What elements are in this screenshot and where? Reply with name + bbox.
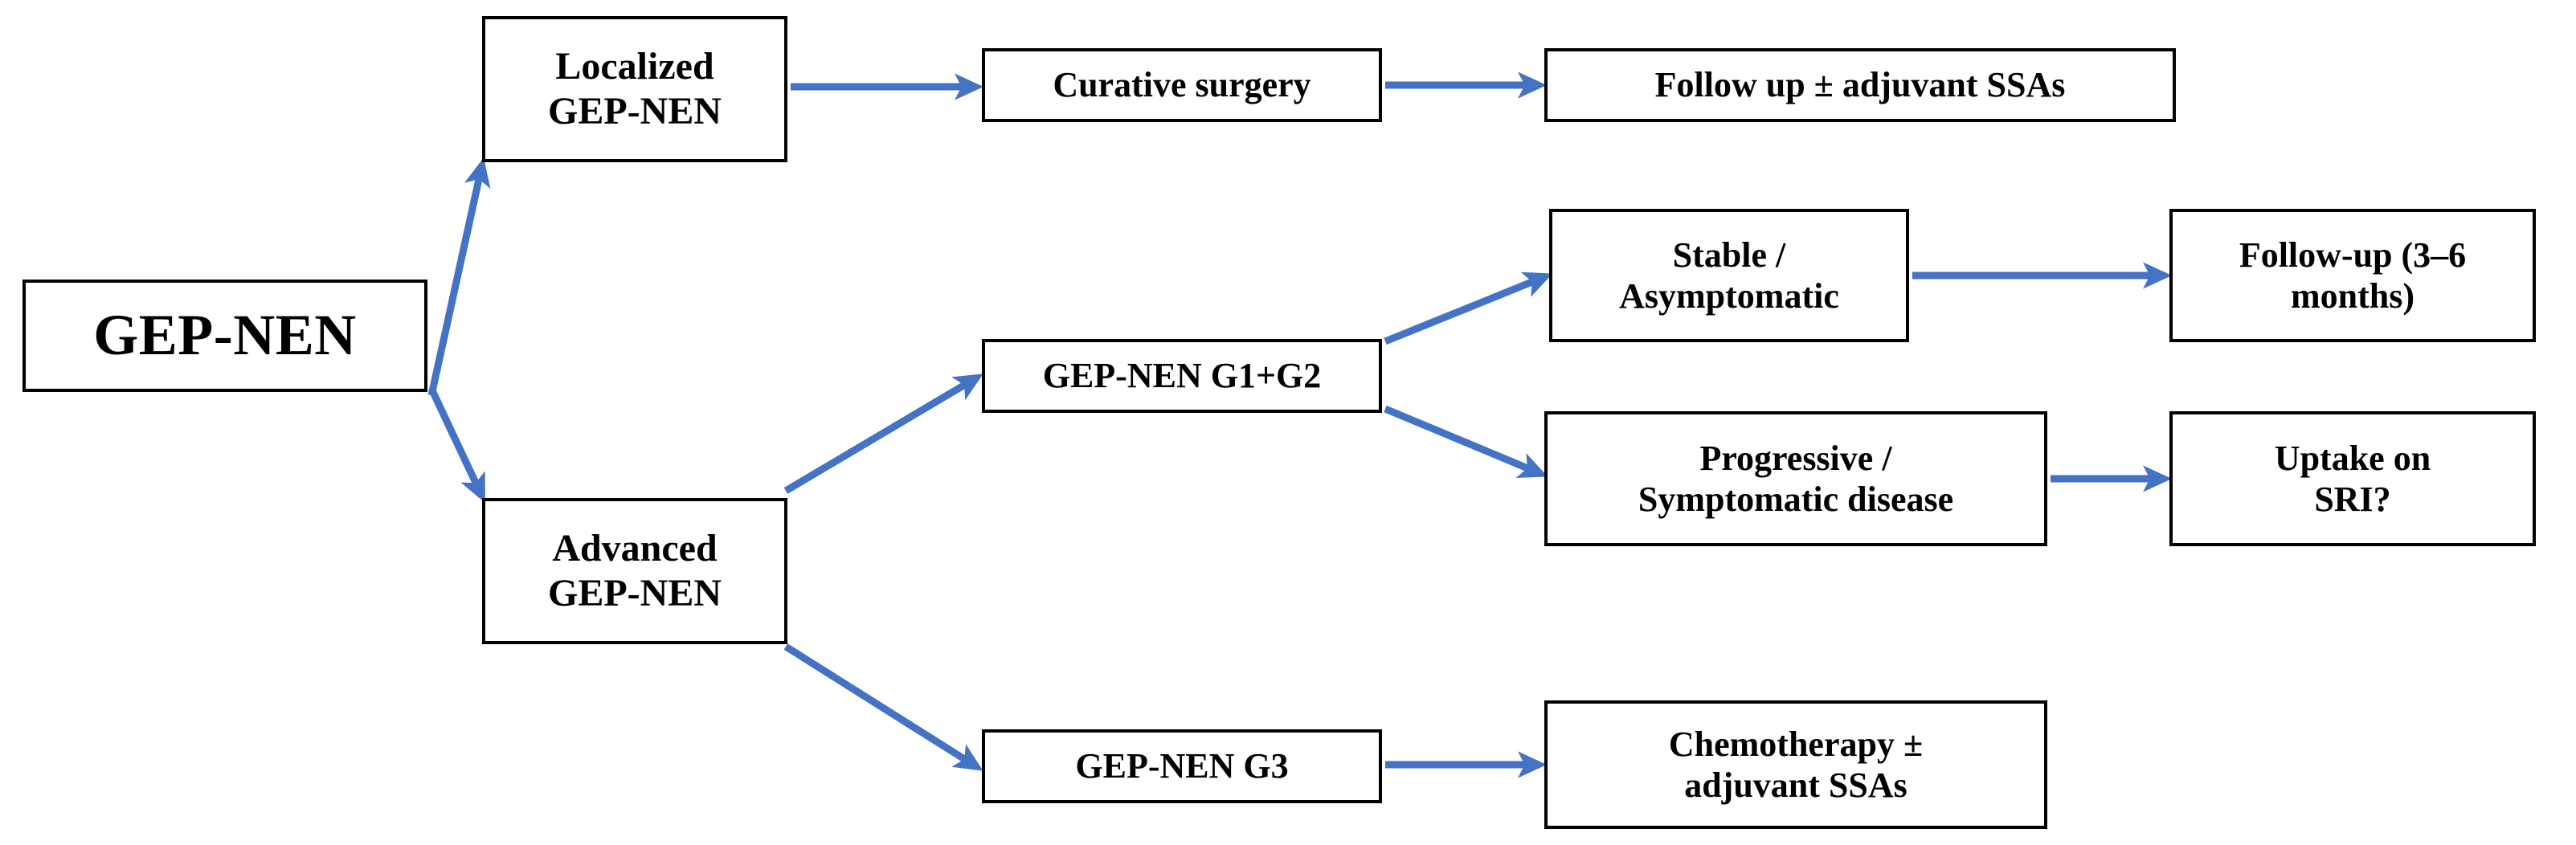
node-advanced-label: Advanced GEP-NEN <box>548 527 722 614</box>
node-followup2[interactable]: Follow-up (3–6 months) <box>2169 209 2536 342</box>
edge-advanced-to-g1g2 <box>783 374 983 494</box>
node-g3-label: GEP-NEN G3 <box>1075 746 1289 786</box>
edge-advanced-to-g3 <box>783 643 983 771</box>
node-stable-label: Stable / Asymptomatic <box>1619 235 1839 316</box>
node-stable[interactable]: Stable / Asymptomatic <box>1549 209 1909 342</box>
node-root-label: GEP-NEN <box>93 303 357 368</box>
node-chemo[interactable]: Chemotherapy ± adjuvant SSAs <box>1544 700 2047 829</box>
edge-g1g2-to-stable <box>1384 271 1553 345</box>
node-g1g2-label: GEP-NEN G1+G2 <box>1042 356 1322 396</box>
edge-root-to-advanced <box>427 387 486 504</box>
node-root[interactable]: GEP-NEN <box>22 280 427 392</box>
node-g3[interactable]: GEP-NEN G3 <box>982 729 1382 803</box>
node-progressive[interactable]: Progressive / Symptomatic disease <box>1544 411 2047 546</box>
node-uptake[interactable]: Uptake on SRI? <box>2169 411 2536 546</box>
node-g1g2[interactable]: GEP-NEN G1+G2 <box>982 339 1382 413</box>
node-followup2-label: Follow-up (3–6 months) <box>2239 235 2467 316</box>
node-localized-label: Localized GEP-NEN <box>548 45 722 133</box>
node-advanced[interactable]: Advanced GEP-NEN <box>482 498 787 644</box>
node-surgery-label: Curative surgery <box>1053 65 1311 105</box>
node-localized[interactable]: Localized GEP-NEN <box>482 16 787 162</box>
node-chemo-label: Chemotherapy ± adjuvant SSAs <box>1668 724 1924 805</box>
node-followup1-label: Follow up ± adjuvant SSAs <box>1654 65 2066 105</box>
node-surgery[interactable]: Curative surgery <box>982 48 1382 122</box>
edge-root-to-localized <box>427 157 491 396</box>
node-uptake-label: Uptake on SRI? <box>2274 438 2431 519</box>
edge-g1g2-to-progressive <box>1384 405 1548 478</box>
node-progressive-label: Progressive / Symptomatic disease <box>1638 438 1954 519</box>
node-followup1[interactable]: Follow up ± adjuvant SSAs <box>1544 48 2176 122</box>
